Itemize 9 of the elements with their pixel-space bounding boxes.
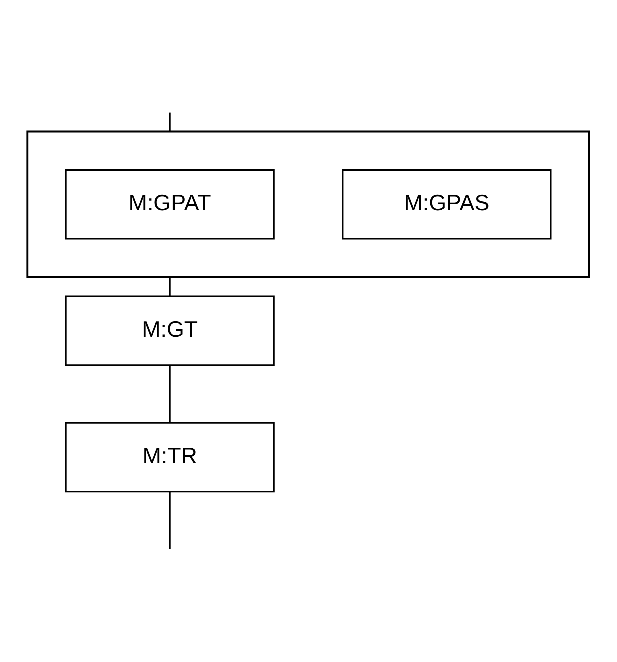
connector [169, 366, 171, 423]
connector [169, 112, 171, 132]
connector [169, 277, 171, 296]
connector [169, 492, 171, 550]
node-box: M:GT [65, 296, 275, 366]
node-box: M:GPAS [342, 169, 552, 240]
node-box: M:GPAT [65, 169, 275, 240]
node-box: M:TR [65, 422, 275, 493]
cluster [26, 130, 590, 278]
